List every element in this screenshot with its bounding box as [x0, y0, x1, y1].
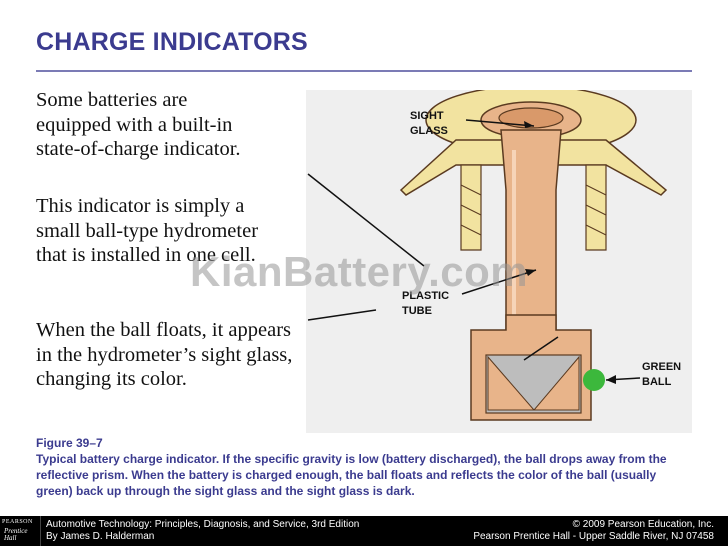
book-title: Automotive Technology: Principles, Diagn… — [46, 519, 360, 530]
footer-right: © 2009 Pearson Education, Inc. Pearson P… — [473, 519, 714, 543]
slide-title: CHARGE INDICATORS — [36, 28, 308, 56]
paragraph-3: When the ball floats, it appears in the … — [36, 319, 293, 390]
thread-left — [460, 164, 482, 251]
copyright: © 2009 Pearson Education, Inc. — [572, 519, 714, 530]
cutaway-line-1 — [307, 173, 425, 267]
sight-glass-arrow — [524, 121, 534, 128]
book-author: By James D. Halderman — [46, 531, 155, 542]
prism-line — [523, 336, 559, 361]
label-glass: GLASS — [410, 125, 448, 137]
green-ball-arrow — [606, 375, 616, 384]
caption-label: Figure 39–7 — [36, 436, 103, 450]
sight-glass — [498, 107, 564, 129]
prism-left — [487, 355, 536, 411]
paragraph-1: Some batteries are equipped with a built… — [36, 89, 241, 160]
sight-glass-leader — [465, 119, 535, 127]
cutaway-line-2 — [307, 309, 377, 321]
label-ball: BALL — [642, 376, 672, 388]
plastic-tube — [500, 129, 562, 336]
plastic-tube-leader — [461, 269, 537, 295]
logo-line-2: Hall — [4, 534, 17, 542]
title-divider — [36, 70, 692, 72]
label-green: GREEN — [642, 361, 681, 373]
figure-caption: Figure 39–7 Typical battery charge indic… — [36, 435, 696, 499]
prism-right — [532, 355, 580, 411]
publisher-address: Pearson Prentice Hall - Upper Saddle Riv… — [473, 531, 714, 542]
caption-text: Typical battery charge indicator. If the… — [36, 452, 667, 498]
label-plastic: PLASTIC — [402, 290, 449, 302]
logo-pearson: PEARSON — [2, 519, 33, 525]
thread-right — [585, 164, 607, 251]
logo-line-1: Prentice — [4, 527, 28, 535]
plastic-tube-arrow — [525, 269, 536, 276]
label-sight: SIGHT — [410, 110, 444, 122]
green-ball — [583, 369, 605, 391]
watermark-text: KianBattery.com — [190, 248, 529, 295]
label-tube: TUBE — [402, 305, 432, 317]
footer-left: Automotive Technology: Principles, Diagn… — [46, 519, 359, 543]
charge-indicator-diagram: SIGHT GLASS PLASTIC TUBE GREEN BALL — [306, 90, 692, 433]
paragraph-2: This indicator is simply a small ball-ty… — [36, 195, 259, 266]
